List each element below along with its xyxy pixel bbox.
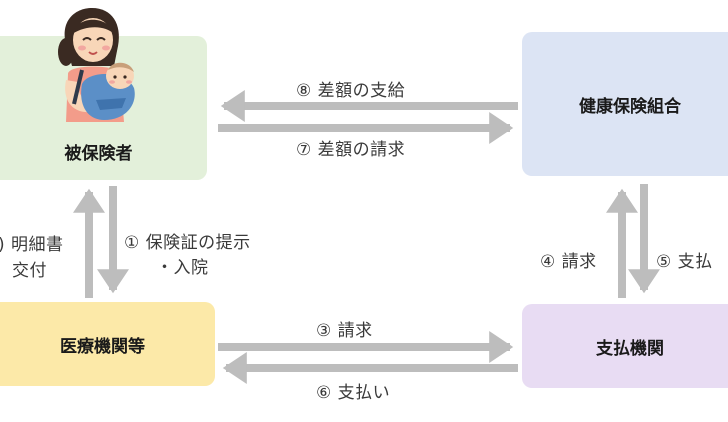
edge-label-2: ) 明細書: [0, 235, 64, 255]
node-medical-institution: 医療機関等: [0, 302, 215, 386]
node-health-insurance-union: 健康保険組合: [522, 32, 728, 176]
node-payment-agency: 支払機関: [522, 304, 728, 388]
edge-label-1: ① 保険証の提示: [124, 233, 251, 253]
node-payment-label: 支払機関: [596, 338, 664, 359]
node-insured-label: 被保険者: [64, 144, 133, 164]
mother-with-baby-illustration: [58, 8, 135, 122]
edge-label-2-sub: 交付: [12, 261, 47, 281]
edge-label-1-sub: ・入院: [156, 258, 209, 278]
edge-label-4: ④ 請求: [540, 252, 597, 272]
edge-label-8: ⑧ 差額の支給: [296, 81, 406, 101]
edge-label-6: ⑥ 支払い: [316, 383, 391, 403]
edge-label-5: ⑤ 支払: [656, 252, 713, 272]
node-medical-label: 医療機関等: [60, 336, 145, 357]
edge-label-7: ⑦ 差額の請求: [296, 140, 406, 160]
edge-label-3: ③ 請求: [316, 321, 373, 341]
node-union-label: 健康保険組合: [579, 96, 681, 117]
